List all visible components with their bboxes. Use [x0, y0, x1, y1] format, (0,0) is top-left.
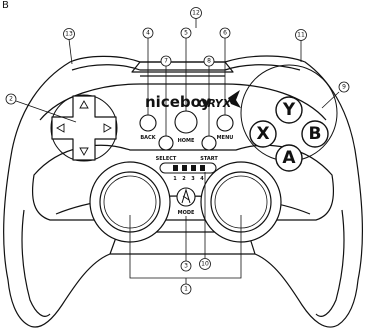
panel-letter: B — [2, 0, 9, 11]
back-button[interactable]: BACK — [139, 114, 157, 141]
player-led-4: 4 — [200, 176, 204, 182]
player-led-bar: 1 2 3 4 — [159, 162, 217, 182]
svg-text:5: 5 — [184, 30, 188, 37]
callout-8: 8 — [203, 55, 215, 67]
menu-button[interactable]: MENU — [216, 114, 234, 141]
callout-10: 10 — [199, 258, 211, 270]
callout-5: 5 — [180, 27, 192, 39]
callout-13: 13 — [63, 28, 75, 40]
mode-button-label: MODE — [178, 210, 195, 216]
menu-button-label: MENU — [217, 135, 234, 141]
face-button-b[interactable]: B — [301, 120, 329, 148]
face-button-b-label: B — [309, 124, 322, 144]
dpad-up-icon — [79, 100, 89, 109]
face-button-x-label: X — [256, 124, 269, 144]
dpad-right-icon — [103, 123, 112, 133]
svg-text:7: 7 — [164, 58, 168, 65]
left-analog-stick[interactable] — [89, 161, 171, 243]
mode-button[interactable]: MODE — [176, 187, 196, 216]
callout-9: 9 — [338, 81, 350, 93]
callout-4: 4 — [142, 27, 154, 39]
face-button-x[interactable]: X — [249, 120, 277, 148]
face-button-y[interactable]: Y — [275, 96, 303, 124]
callout-7: 7 — [160, 55, 172, 67]
home-button-label: HOME — [178, 138, 195, 144]
callout-2: 2 — [5, 93, 17, 105]
callout-11: 11 — [295, 29, 307, 41]
svg-text:1: 1 — [184, 286, 188, 293]
face-button-y-label: Y — [282, 100, 296, 120]
leader-lines — [15, 18, 340, 284]
player-led-2: 2 — [182, 176, 186, 182]
select-button-label: SELECT — [156, 156, 177, 162]
svg-text:12: 12 — [192, 10, 200, 17]
svg-text:11: 11 — [297, 32, 305, 39]
callout-1: 1 — [180, 283, 192, 295]
dpad[interactable] — [50, 94, 118, 162]
callout-6: 6 — [219, 27, 231, 39]
svg-text:2: 2 — [9, 96, 13, 103]
brand-logo: niceboy — [145, 93, 211, 111]
svg-text:6: 6 — [223, 30, 227, 37]
back-button-label: BACK — [140, 135, 156, 141]
svg-text:4: 4 — [146, 30, 150, 37]
face-button-a[interactable]: A — [275, 144, 303, 172]
callout-12: 12 — [190, 7, 202, 19]
face-button-a-label: A — [282, 148, 296, 168]
dpad-down-icon — [79, 147, 89, 156]
svg-text:10: 10 — [201, 261, 209, 268]
right-analog-stick[interactable] — [200, 161, 282, 243]
select-button[interactable]: SELECT — [156, 135, 177, 162]
mode-icon — [181, 188, 191, 204]
product-logo-mark — [228, 90, 241, 108]
svg-text:8: 8 — [207, 58, 211, 65]
dpad-left-icon — [56, 123, 65, 133]
player-led-3: 3 — [191, 176, 195, 182]
player-led-1: 1 — [173, 176, 177, 182]
home-button[interactable]: HOME — [174, 110, 198, 144]
product-logo: ORYX — [198, 97, 232, 110]
start-button-label: START — [200, 156, 218, 162]
svg-text:3: 3 — [184, 263, 188, 270]
callout-3: 3 — [180, 260, 192, 272]
svg-text:9: 9 — [342, 84, 346, 91]
start-button[interactable]: START — [200, 135, 218, 162]
svg-text:13: 13 — [65, 31, 73, 38]
